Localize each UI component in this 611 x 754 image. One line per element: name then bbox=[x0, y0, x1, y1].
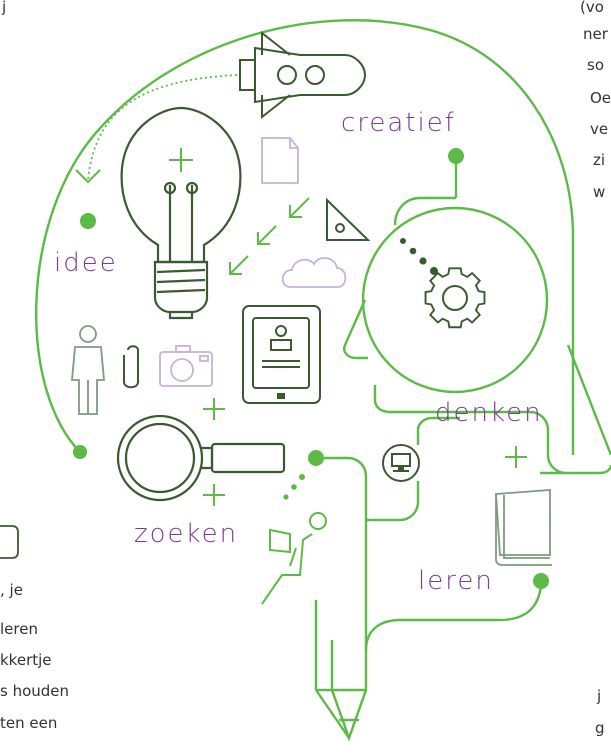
set-square-icon bbox=[326, 197, 371, 241]
nose-line bbox=[343, 299, 368, 360]
lightbulb-icon bbox=[120, 106, 242, 320]
head-outline bbox=[34, 19, 575, 455]
person-icon bbox=[71, 325, 105, 415]
document-icon bbox=[261, 137, 299, 184]
right-text-bottom-2: g bbox=[595, 719, 605, 737]
chin-line bbox=[566, 344, 611, 456]
pencil-icon bbox=[316, 456, 368, 742]
tablet-icon bbox=[242, 305, 321, 404]
label-leren: leren bbox=[418, 566, 494, 596]
magnifier-icon bbox=[116, 414, 286, 502]
label-creatief: creatief bbox=[341, 108, 456, 138]
right-text-7: w bbox=[593, 183, 606, 201]
paperclip-icon bbox=[123, 345, 139, 389]
left-text-2: leren bbox=[0, 620, 38, 638]
camera-icon bbox=[159, 345, 213, 387]
flight-path bbox=[87, 74, 238, 181]
left-text-5: ten een bbox=[0, 714, 58, 732]
label-zoeken: zoeken bbox=[134, 519, 239, 549]
label-denken: denken bbox=[435, 398, 543, 428]
left-text-4: s houden bbox=[0, 682, 70, 700]
book-icon bbox=[495, 489, 552, 566]
arrows bbox=[229, 197, 310, 275]
right-text-1: (vo bbox=[580, 0, 604, 16]
right-text-5: ve bbox=[590, 120, 609, 138]
gear-circle bbox=[361, 206, 549, 394]
right-text-6: zi bbox=[593, 151, 606, 169]
mouth-line bbox=[373, 385, 567, 475]
reader-icon bbox=[261, 512, 327, 605]
cloud-icon bbox=[281, 257, 347, 288]
computer-icon bbox=[391, 453, 411, 472]
left-text-1: , je bbox=[0, 581, 23, 599]
top-left-fragment: j bbox=[2, 0, 7, 16]
computer-circle bbox=[382, 444, 420, 482]
left-text-3: kkertje bbox=[0, 651, 52, 669]
label-idee: idee bbox=[54, 248, 118, 278]
left-box-edge bbox=[0, 525, 19, 559]
right-text-3: so bbox=[587, 56, 604, 74]
gear-icon bbox=[424, 267, 486, 329]
head-outline-dot bbox=[73, 445, 87, 459]
idee-dot bbox=[80, 213, 96, 229]
rocket-icon bbox=[239, 30, 367, 120]
right-text-2: ner bbox=[583, 25, 608, 43]
right-text-bottom-1: j bbox=[597, 687, 602, 705]
right-text-4: Oe bbox=[590, 89, 611, 107]
